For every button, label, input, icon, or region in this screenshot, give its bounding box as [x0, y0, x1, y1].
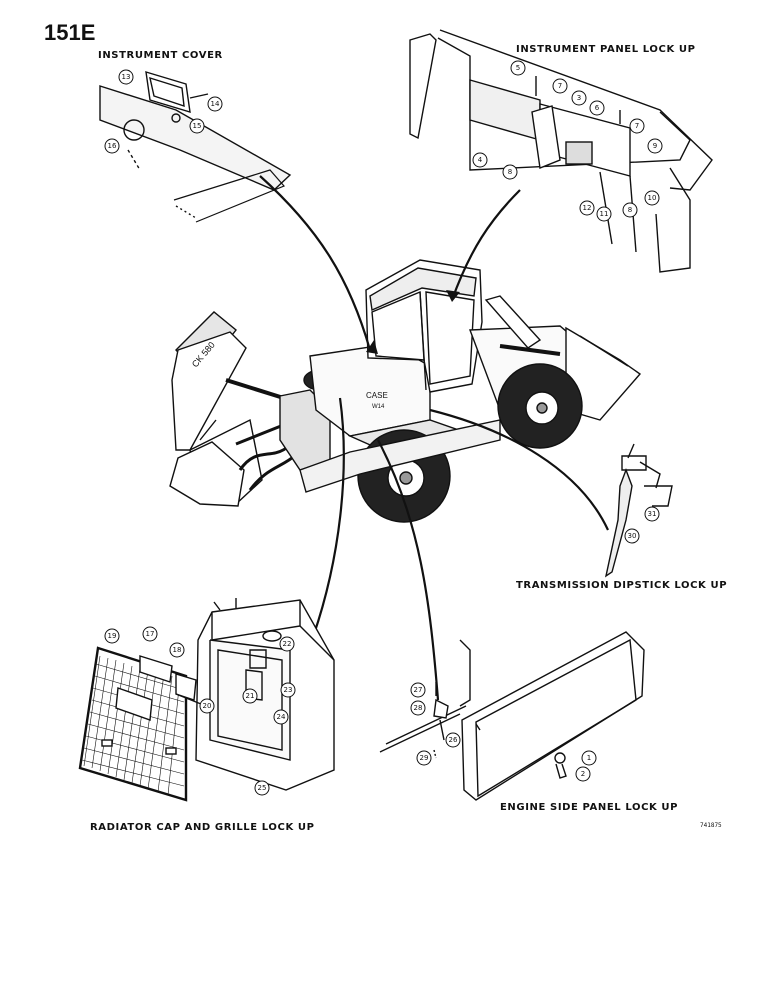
callout-3: 3	[571, 90, 587, 106]
svg-text:26: 26	[449, 736, 458, 744]
svg-text:16: 16	[108, 142, 117, 150]
engine-side-panel-lock-up-label: ENGINE SIDE PANEL LOCK UP	[500, 802, 679, 813]
callout-20: 20	[199, 698, 215, 714]
instrument-cover-detail	[99, 71, 292, 223]
callout-29: 29	[416, 750, 432, 766]
svg-text:30: 30	[628, 532, 637, 540]
transmission-dipstick-lock-up-label: TRANSMISSION DIPSTICK LOCK UP	[516, 580, 728, 591]
svg-text:18: 18	[173, 646, 182, 654]
svg-text:1: 1	[587, 754, 591, 762]
transmission-dipstick-detail	[604, 443, 673, 578]
callout-15: 15	[189, 118, 205, 134]
instrument-cover-label: INSTRUMENT COVER	[98, 50, 223, 61]
radiator-cap-grille-lock-up-label: RADIATOR CAP AND GRILLE LOCK UP	[90, 822, 315, 833]
callout-6: 6	[589, 100, 605, 116]
svg-text:29: 29	[420, 754, 429, 762]
callout-8a: 8	[502, 164, 518, 180]
svg-text:27: 27	[414, 686, 423, 694]
leader-lines	[259, 175, 609, 701]
svg-text:23: 23	[284, 686, 293, 694]
callout-9: 9	[647, 138, 663, 154]
svg-text:11: 11	[600, 210, 609, 218]
callout-25: 25	[254, 780, 270, 796]
callout-30: 30	[624, 528, 640, 544]
svg-text:12: 12	[583, 204, 592, 212]
callout-5: 5	[510, 60, 526, 76]
callout-31: 31	[644, 506, 660, 522]
callout-18: 18	[169, 642, 185, 658]
callout-24: 24	[273, 709, 289, 725]
svg-text:19: 19	[108, 632, 117, 640]
engine-side-panel-detail	[379, 631, 645, 801]
callout-21: 21	[242, 688, 258, 704]
callout-16: 16	[104, 138, 120, 154]
callout-13: 13	[118, 69, 134, 85]
svg-text:6: 6	[595, 104, 600, 112]
arrow-heads	[366, 290, 460, 354]
svg-text:3: 3	[577, 94, 581, 102]
svg-text:W14: W14	[372, 404, 385, 410]
svg-text:14: 14	[211, 100, 220, 108]
svg-text:24: 24	[277, 713, 286, 721]
svg-text:8: 8	[628, 206, 632, 214]
callout-11: 11	[596, 206, 612, 222]
svg-text:17: 17	[146, 630, 155, 638]
callout-22: 22	[279, 636, 295, 652]
instrument-panel-lock-up-label: INSTRUMENT PANEL LOCK UP	[516, 44, 696, 55]
svg-text:21: 21	[246, 692, 255, 700]
svg-text:25: 25	[258, 784, 267, 792]
callout-7b: 7	[629, 118, 645, 134]
callout-7a: 7	[552, 78, 568, 94]
callout-4: 4	[472, 152, 488, 168]
figure-code: 741875	[700, 822, 722, 829]
callout-19: 19	[104, 628, 120, 644]
callouts: 13 14 15 16 3 4 5 6 7 7 8 8 9 10 11 12 3…	[104, 60, 663, 796]
radiator-grille-detail	[78, 598, 335, 802]
svg-text:13: 13	[122, 73, 131, 81]
svg-text:7: 7	[635, 122, 639, 130]
svg-text:10: 10	[648, 194, 657, 202]
svg-text:31: 31	[648, 510, 657, 518]
svg-text:28: 28	[414, 704, 423, 712]
svg-text:20: 20	[203, 702, 212, 710]
callout-2: 2	[575, 766, 591, 782]
svg-text:7: 7	[558, 82, 562, 90]
callout-23: 23	[280, 682, 296, 698]
svg-text:2: 2	[581, 770, 585, 778]
callout-28: 28	[410, 700, 426, 716]
callout-26: 26	[445, 732, 461, 748]
callout-8b: 8	[622, 202, 638, 218]
svg-text:9: 9	[653, 142, 657, 150]
callout-27: 27	[410, 682, 426, 698]
svg-text:22: 22	[283, 640, 292, 648]
svg-text:CASE: CASE	[366, 391, 388, 400]
callout-1: 1	[581, 750, 597, 766]
callout-17: 17	[142, 626, 158, 642]
callout-14: 14	[207, 96, 223, 112]
callout-12: 12	[579, 200, 595, 216]
callout-10: 10	[644, 190, 660, 206]
svg-text:5: 5	[516, 64, 520, 72]
backhoe-loader-machine: CK 580 CASE W14	[169, 259, 642, 523]
page-number: 151E	[44, 20, 96, 45]
svg-text:8: 8	[508, 168, 512, 176]
svg-text:15: 15	[193, 122, 202, 130]
instrument-panel-detail	[409, 29, 713, 273]
svg-text:4: 4	[478, 156, 483, 164]
